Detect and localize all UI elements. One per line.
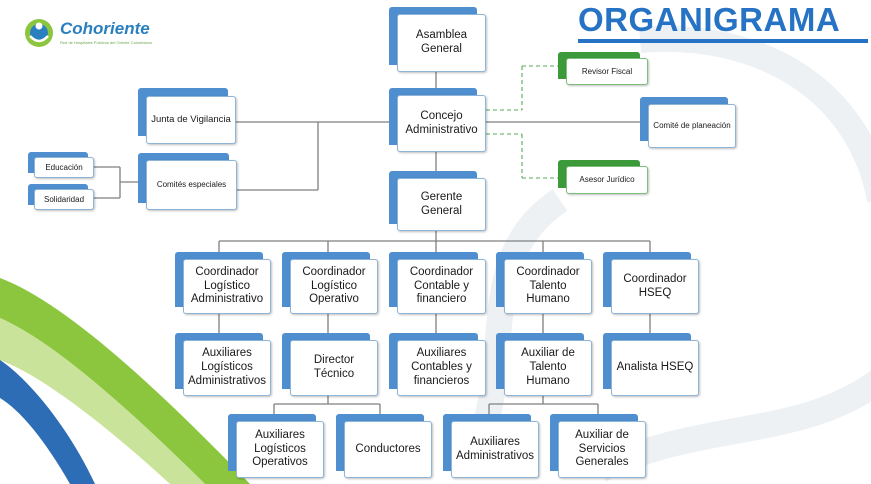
node-aux-contables: Auxiliares Contables y financieros bbox=[389, 333, 486, 396]
blue-swoosh bbox=[0, 360, 95, 484]
node-aux-administrativos: Auxiliares Administrativos bbox=[443, 414, 539, 478]
node-concejo-administrativo: Concejo Administrativo bbox=[389, 88, 486, 152]
light-green-swoosh bbox=[0, 318, 205, 484]
node-gerente-general: Gerente General bbox=[389, 171, 486, 231]
logo-subtitle: Red de Hospitales Públicos del Oriente C… bbox=[60, 40, 153, 45]
green-swoosh bbox=[0, 278, 250, 484]
node-coord-contable: Coordinador Contable y financiero bbox=[389, 252, 486, 314]
node-revisor-fiscal: Revisor Fiscal bbox=[558, 52, 648, 85]
logo-name: Cohoriente bbox=[60, 19, 150, 38]
node-aux-logisticos-administrativos: Auxiliares Logísticos Administrativos bbox=[175, 333, 271, 396]
node-director-tecnico: Director Técnico bbox=[282, 333, 378, 396]
node-coord-logistico-administrativo: Coordinador Logístico Administrativo bbox=[175, 252, 271, 314]
node-coord-hseq: Coordinador HSEQ bbox=[603, 252, 699, 314]
node-conductores: Conductores bbox=[336, 414, 432, 478]
node-analista-hseq: Analista HSEQ bbox=[603, 333, 699, 396]
page-title: ORGANIGRAMA bbox=[578, 1, 841, 38]
node-educacion: Educación bbox=[28, 152, 94, 178]
node-coord-logistico-operativo: Coordinador Logístico Operativo bbox=[282, 252, 378, 314]
node-aux-talento-humano: Auxiliar de Talento Humano bbox=[496, 333, 592, 396]
node-coord-talento-humano: Coordinador Talento Humano bbox=[496, 252, 592, 314]
title-underline bbox=[578, 39, 868, 43]
node-junta-vigilancia: Junta de Vigilancia bbox=[138, 88, 236, 144]
node-comite-planeacion: Comité de planeación bbox=[640, 97, 736, 148]
node-aux-servicios-generales: Auxiliar de Servicios Generales bbox=[550, 414, 646, 478]
node-solidaridad: Solidaridad bbox=[28, 184, 94, 210]
node-comites-especiales: Comités especiales bbox=[138, 153, 237, 210]
logo-emblem-icon bbox=[25, 19, 53, 47]
cohoriente-logo: Cohoriente Red de Hospitales Públicos de… bbox=[22, 16, 172, 52]
node-aux-logisticos-operativos: Auxiliares Logísticos Operativos bbox=[228, 414, 324, 478]
node-asesor-juridico: Asesor Jurídico bbox=[558, 160, 648, 194]
node-asamblea-general: Asamblea General bbox=[389, 7, 486, 72]
